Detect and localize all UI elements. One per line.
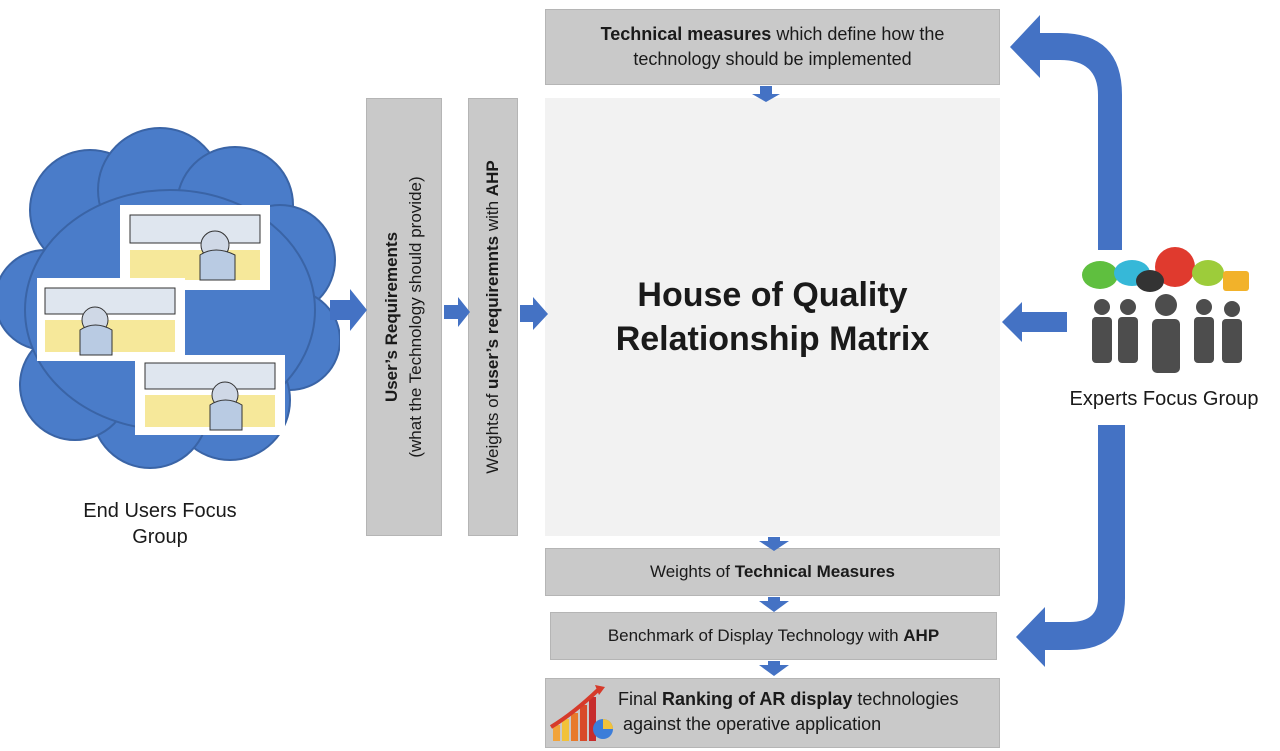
arrow-weights-to-matrix <box>520 297 548 330</box>
benchmark-box: Benchmark of Display Technology with AHP <box>550 612 997 660</box>
benchmark-pre: Benchmark of Display Technology with <box>607 626 904 645</box>
matrix-title-line1: House of Quality <box>637 276 908 314</box>
final-pre: Final <box>618 689 663 709</box>
technical-measures-box: Technical measures which define how the … <box>545 9 1000 85</box>
final-line2: against the operative application <box>623 714 882 734</box>
matrix-title-line2: Relationship Matrix <box>615 320 930 358</box>
end-users-cloud <box>0 127 340 469</box>
arrow-benchmark-down <box>759 661 789 676</box>
end-users-line1: End Users Focus <box>83 500 237 522</box>
experts-people-icon <box>1082 247 1249 373</box>
operator-sketch-3 <box>135 355 285 435</box>
experts-label: Experts Focus Group <box>1069 388 1259 410</box>
arrow-cloud-to-requirements <box>330 289 367 331</box>
final-ranking-box: Final Ranking of AR display technologies… <box>545 678 1000 748</box>
user-requirements-box: User’s Requirements (what the Technology… <box>366 98 442 536</box>
operator-sketch-2 <box>37 278 185 361</box>
arrow-experts-down-loop <box>1016 425 1125 667</box>
technical-measures-line2: technology should be implemented <box>633 49 912 69</box>
weights-technical-bold: Technical Measures <box>734 562 896 581</box>
arrow-experts-up-loop <box>1010 15 1122 250</box>
final-rest: technologies <box>852 689 959 709</box>
operator-sketch-1 <box>120 205 270 290</box>
end-users-line2: Group <box>132 526 188 548</box>
benchmark-bold: AHP <box>903 626 940 645</box>
arrow-experts-to-matrix <box>1002 302 1067 342</box>
technical-measures-rest: which define how the <box>771 24 945 44</box>
weights-requirements-box: Weights of user’s requiremnts with AHP <box>468 98 518 536</box>
end-users-label: End Users Focus Group <box>40 498 280 550</box>
weights-technical-pre: Weights of <box>649 562 735 581</box>
arrow-matrix-down <box>759 537 789 551</box>
ranking-chart-icon <box>549 685 613 741</box>
arrow-requirements-to-weights <box>444 297 470 327</box>
house-of-quality-matrix: House of Quality Relationship Matrix <box>545 98 1000 536</box>
arrow-top-down <box>752 86 780 102</box>
arrow-weights-down <box>759 597 789 612</box>
technical-measures-bold: Technical measures <box>600 24 772 44</box>
final-bold: Ranking of AR display <box>662 689 853 709</box>
